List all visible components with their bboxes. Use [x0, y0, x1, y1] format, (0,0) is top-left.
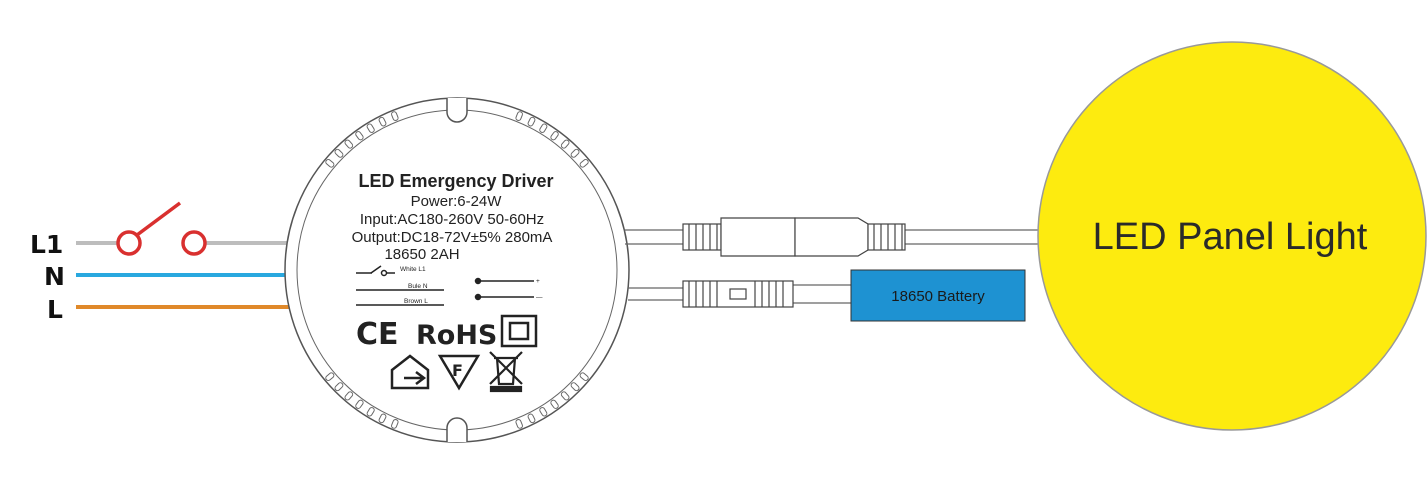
vent-slot — [334, 382, 344, 392]
vent-slots — [325, 111, 589, 429]
vent-slot — [527, 116, 536, 127]
f-mark-triangle — [437, 354, 481, 391]
legend-white-lever — [370, 265, 382, 274]
battery-connector-ribs — [688, 281, 784, 307]
vent-slot — [325, 159, 335, 168]
switch-terminal-left — [116, 230, 142, 256]
legend-white-label: White L1 — [400, 266, 426, 273]
mount-notch-bottom — [446, 417, 468, 442]
connector-ribs-right — [873, 224, 903, 250]
driver-spec-power: Power:6-24W — [411, 193, 503, 210]
led-panel-label: LED Panel Light — [1093, 216, 1368, 258]
legend-brown-label: Brown L — [404, 298, 428, 305]
label-n: N — [44, 262, 65, 291]
vent-slot — [355, 131, 364, 141]
battery-label: 18650 Battery — [891, 288, 985, 305]
double-insulation-icon — [500, 314, 538, 348]
vent-slot — [378, 413, 387, 424]
switch-lever — [135, 201, 182, 237]
vent-slot — [391, 419, 399, 429]
vent-slot — [579, 159, 589, 168]
legend-blue-label: Bule N — [408, 283, 428, 290]
driver-spec-input: Input:AC180-260V 50-60Hz — [360, 211, 544, 228]
indoor-use-icon — [390, 354, 430, 390]
panel-connector — [682, 217, 906, 257]
connector-ribs-left — [688, 224, 718, 250]
driver-wiring-legend — [356, 265, 534, 306]
ce-mark: CE — [356, 317, 399, 352]
vent-slot — [378, 116, 387, 127]
vent-slot — [570, 148, 580, 158]
output-cables — [625, 229, 1040, 304]
legend-white-dot — [380, 269, 388, 277]
vent-slot — [560, 391, 570, 401]
battery-connector — [682, 280, 794, 308]
vent-slot — [325, 372, 335, 381]
vent-slot — [550, 399, 559, 409]
battery-body — [850, 269, 1026, 322]
switch — [116, 201, 207, 256]
vent-slot — [579, 372, 589, 381]
driver-spec-output: Output:DC18-72V±5% 280mA — [352, 229, 553, 246]
vent-slot — [355, 399, 364, 409]
legend-plus-label: + — [536, 278, 540, 285]
vent-slot — [515, 111, 523, 121]
weee-bin-icon — [489, 351, 523, 393]
vent-slot — [560, 139, 570, 149]
input-wires — [76, 241, 290, 309]
vent-slot — [550, 131, 559, 141]
vent-slot — [539, 123, 548, 133]
switch-terminal-right — [181, 230, 207, 256]
vent-slot — [515, 419, 523, 429]
vent-slot — [527, 413, 536, 424]
driver-housing — [284, 97, 630, 443]
vent-slot — [570, 382, 580, 392]
vent-slot — [366, 123, 375, 133]
label-l1: L1 — [30, 230, 63, 259]
vent-slot — [391, 111, 399, 121]
driver-title: LED Emergency Driver — [358, 171, 553, 191]
vent-slot — [539, 407, 548, 417]
led-panel — [1037, 41, 1427, 431]
vent-slot — [334, 148, 344, 158]
mount-notch-top — [446, 98, 468, 123]
f-mark: F — [452, 361, 463, 380]
vent-slot — [344, 391, 354, 401]
vent-slot — [366, 407, 375, 417]
legend-minus-label: — — [536, 294, 543, 301]
rohs-mark: RoHS — [416, 320, 497, 351]
label-l: L — [47, 295, 63, 324]
vent-slot — [344, 139, 354, 149]
driver-spec-battery: 18650 2AH — [384, 246, 459, 263]
